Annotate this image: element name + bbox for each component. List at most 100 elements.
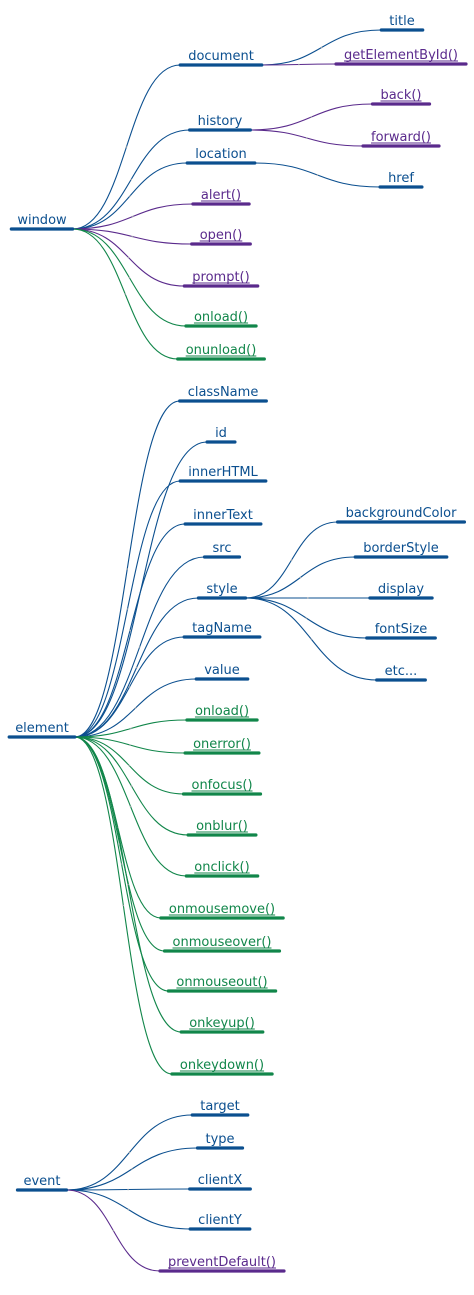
node-element-id-label: id	[215, 426, 227, 441]
root-element: element	[7, 721, 77, 739]
node-element-style-backgroundcolor: backgroundColor	[335, 506, 467, 524]
edge-element-src-marker	[138, 646, 141, 648]
node-element-src: src	[202, 541, 242, 559]
node-window-open-label: open()	[200, 228, 243, 243]
node-element-value-label: value	[204, 663, 240, 678]
node-event-type-label: type	[205, 1132, 234, 1147]
edge-window-location-marker	[129, 195, 131, 197]
node-element-style-fontsize: fontSize	[365, 622, 437, 640]
node-element-classname-label: className	[188, 385, 259, 400]
node-window-history-forward: forward()	[361, 130, 441, 148]
node-element-src-label: src	[213, 541, 232, 556]
node-element-onclick: onclick()	[184, 860, 260, 878]
edge-element-onkeyup-marker	[127, 883, 129, 886]
edge-window-history-marker	[130, 178, 132, 181]
node-window-prompt-label: prompt()	[192, 270, 249, 285]
node-event-clienty: clientY	[188, 1213, 252, 1231]
edge-element-onfocus-marker	[128, 764, 130, 767]
edge-window-document-title-marker	[320, 46, 323, 49]
node-element-onfocus: onfocus()	[181, 778, 263, 796]
node-event-target: target	[190, 1099, 250, 1117]
node-window-onload-label: onload()	[194, 310, 248, 325]
node-element-style-backgroundcolor-label: backgroundColor	[346, 506, 457, 521]
node-element-onerror: onerror()	[183, 737, 261, 755]
node-element-style-borderstyle: borderStyle	[353, 541, 449, 559]
node-layer: windowdocumenttitlegetElementById()histo…	[7, 14, 468, 1273]
node-window-open: open()	[190, 228, 252, 246]
node-window-history-label: history	[198, 114, 243, 129]
node-window-location-href-label: href	[388, 171, 414, 186]
node-event-clientx-label: clientX	[198, 1173, 243, 1188]
edge-element-onerror-marker	[129, 744, 131, 746]
edge-element-style-borderstyle-marker	[299, 576, 302, 579]
edge-element-value-marker	[134, 707, 137, 709]
node-window-document-getelementbyid-label: getElementById()	[344, 48, 458, 63]
node-element-tagname: tagName	[182, 621, 262, 639]
node-window-onunload-label: onunload()	[186, 343, 257, 358]
edge-window-onload-marker	[128, 276, 131, 279]
node-element-id: id	[205, 426, 237, 444]
edge-window-history-back-marker	[310, 116, 313, 118]
edge-window-document-getelementbyid-marker	[298, 63, 300, 66]
node-element-onkeydown-label: onkeydown()	[180, 1058, 264, 1073]
edge-element-innerhtml-marker	[126, 608, 129, 610]
root-element-label: element	[15, 721, 69, 736]
node-window-document-title-label: title	[389, 14, 414, 29]
node-window-document-getelementbyid: getElementById()	[334, 48, 468, 66]
edge-element-onmouseout-marker	[120, 863, 123, 865]
node-element-onmouseout-label: onmouseout()	[176, 975, 267, 990]
node-window-document-label: document	[188, 49, 254, 64]
edge-window-history-forward-marker	[305, 137, 308, 139]
node-window-onunload: onunload()	[176, 343, 266, 361]
node-element-tagname-label: tagName	[192, 621, 252, 636]
node-event-clientx: clientX	[188, 1173, 252, 1191]
node-event-type: type	[195, 1132, 245, 1150]
edge-element-onkeydown-marker	[122, 904, 125, 907]
node-element-innertext-label: innerText	[193, 508, 253, 523]
edge-layer	[65, 29, 382, 1272]
node-element-innertext: innerText	[183, 508, 263, 526]
node-window-document: document	[178, 49, 264, 67]
node-element-onfocus-label: onfocus()	[191, 778, 252, 793]
node-event-target-label: target	[200, 1099, 240, 1114]
edge-event-target-marker	[128, 1151, 131, 1154]
node-event-preventdefault-label: preventDefault()	[168, 1255, 276, 1270]
node-window-onload: onload()	[184, 310, 258, 328]
edge-element-style-fontsize-marker	[305, 617, 307, 619]
edge-element-style-backgroundcolor-marker	[290, 559, 293, 561]
edge-window-onunload-marker	[124, 293, 126, 295]
node-element-onclick-label: onclick()	[194, 860, 249, 875]
edge-event-clientx-marker	[127, 1188, 129, 1191]
root-event-label: event	[23, 1174, 60, 1189]
edge-element-style-etc-marker	[310, 638, 312, 640]
node-element-onload: onload()	[185, 704, 259, 722]
node-element-style-display-label: display	[378, 582, 424, 597]
edge-event-clienty-marker	[127, 1208, 130, 1211]
node-element-style-etc: etc...	[375, 664, 427, 682]
root-event: event	[15, 1174, 69, 1192]
node-element-onmousemove: onmousemove()	[159, 902, 285, 920]
node-element-value: value	[194, 663, 250, 681]
node-window-location: location	[185, 147, 257, 165]
node-event-preventdefault: preventDefault()	[158, 1255, 286, 1273]
node-element-onblur-label: onblur()	[196, 819, 248, 834]
edge-event-preventdefault-marker	[112, 1229, 115, 1232]
node-window-location-label: location	[195, 147, 247, 162]
node-element-innerhtml: innerHTML	[178, 465, 268, 483]
node-element-style-borderstyle-label: borderStyle	[363, 541, 439, 556]
edge-element-onclick-marker	[129, 805, 132, 808]
edge-element-onload-marker	[130, 727, 132, 730]
edge-window-document-marker	[125, 146, 128, 148]
node-element-onblur: onblur()	[186, 819, 258, 837]
edge-window-prompt-marker	[127, 256, 130, 259]
node-element-style-etc-label: etc...	[385, 664, 418, 679]
node-element-style-display: display	[368, 582, 434, 600]
edge-element-classname-marker	[126, 568, 129, 570]
node-window-location-href: href	[378, 171, 424, 189]
node-window-history-back: back()	[370, 88, 432, 106]
node-window-alert: alert()	[191, 188, 251, 206]
edge-element-tagname-marker	[128, 686, 131, 688]
node-element-onmouseover: onmouseover()	[162, 935, 282, 953]
node-element-style-label: style	[206, 582, 237, 597]
